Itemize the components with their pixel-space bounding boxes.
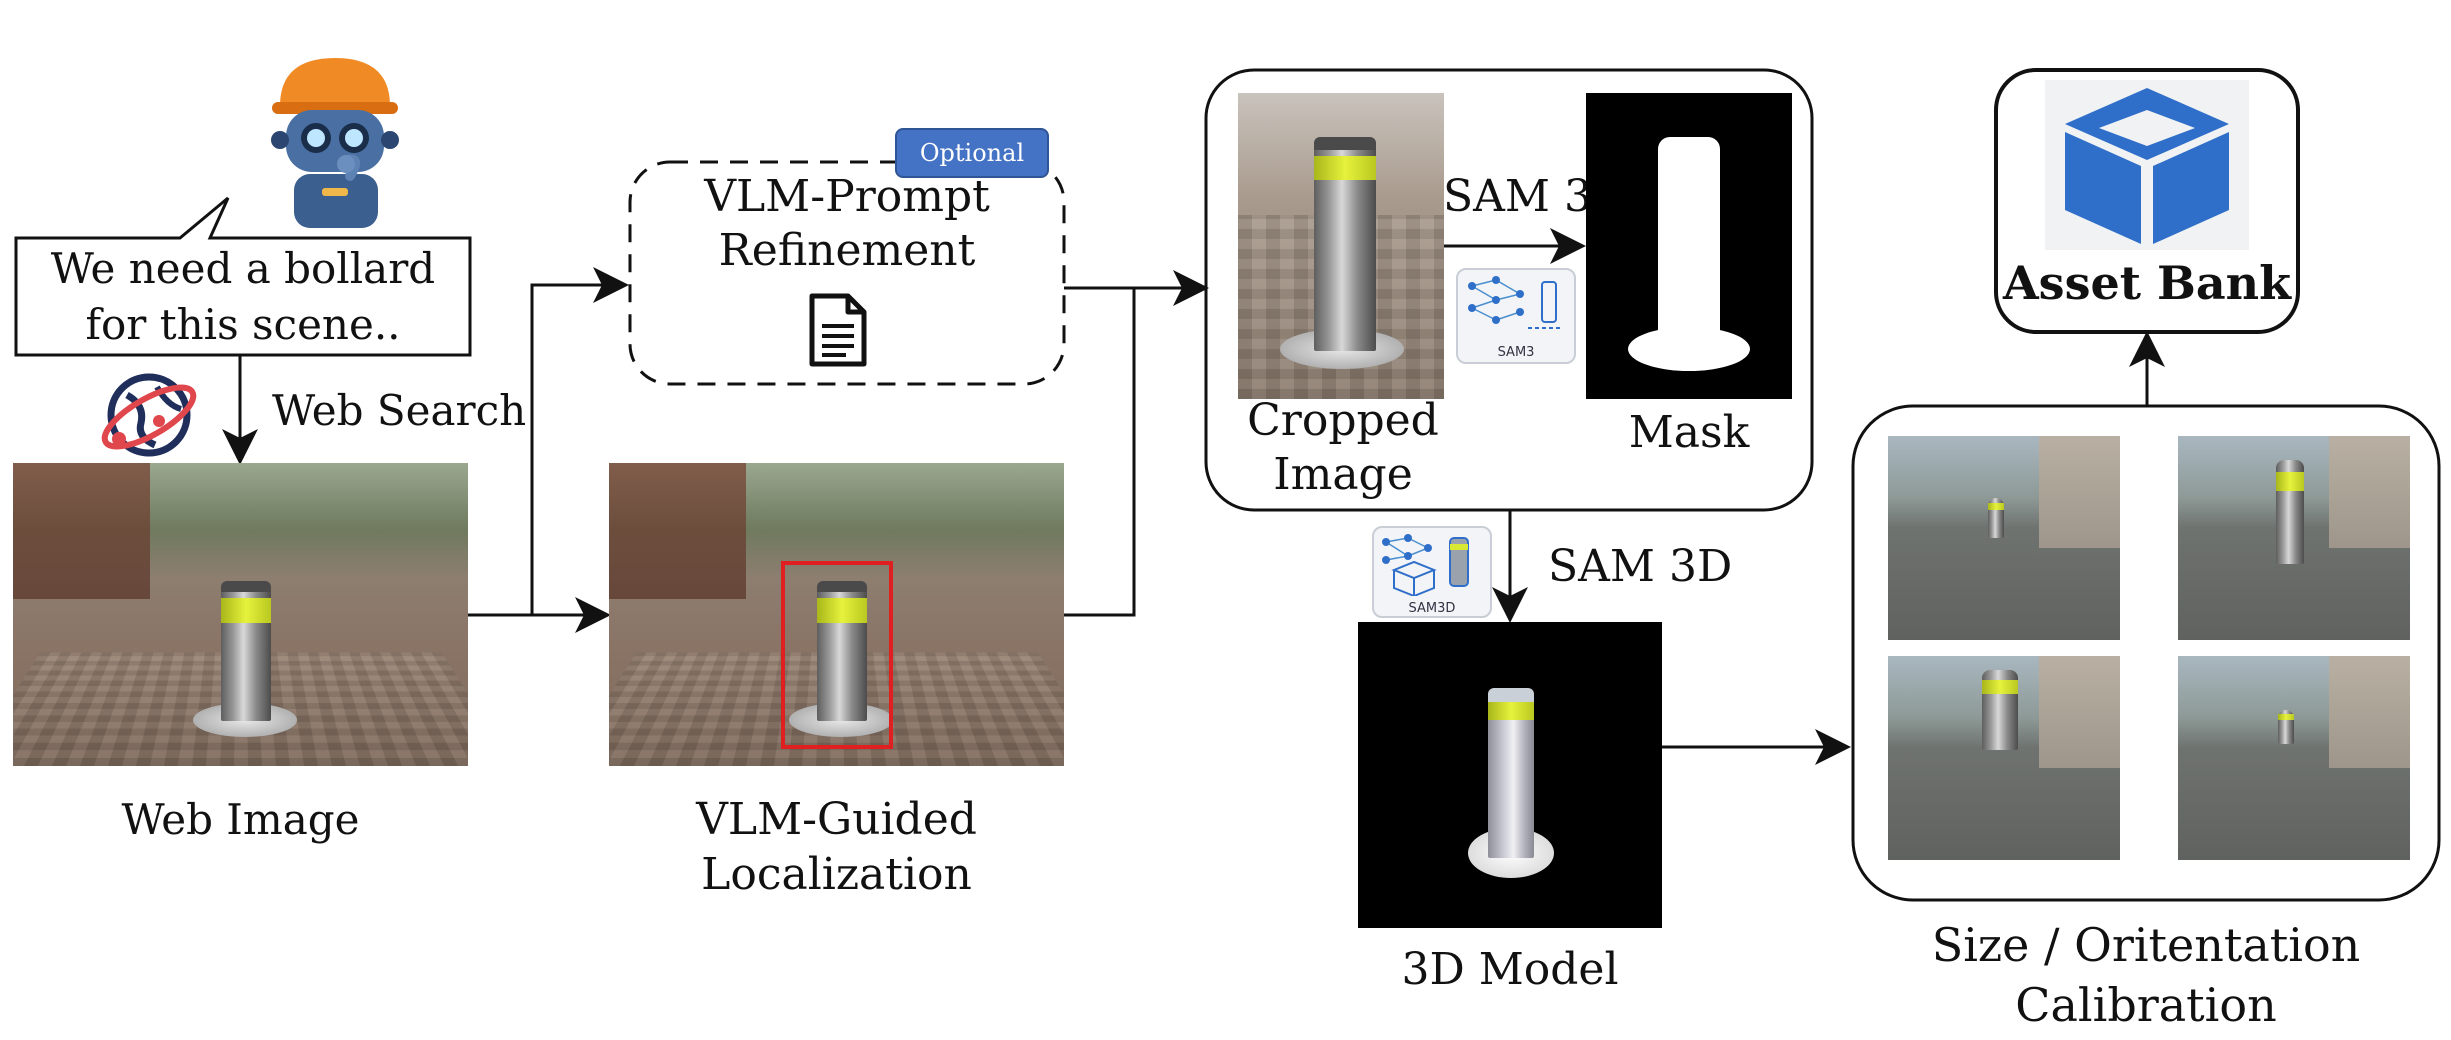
sam3d-icon-text: SAM3D <box>1374 601 1490 616</box>
web-image-photo <box>13 463 468 766</box>
globe-search-icon <box>97 365 201 461</box>
speech-line-1: We need a bollard <box>16 242 470 296</box>
robot-thinking-icon <box>250 48 420 228</box>
bollard <box>1488 688 1534 858</box>
vlm-prompt-line-1: VLM-Prompt <box>630 170 1064 224</box>
bollard <box>1988 498 2004 538</box>
calibration-thumb-3 <box>1888 656 2120 860</box>
3d-model-label: 3D Model <box>1358 943 1662 997</box>
sam3-label: SAM 3 <box>1443 170 1583 224</box>
neural-network-icon <box>1458 272 1574 342</box>
cropped-line-2: Image <box>1218 448 1468 502</box>
cropped-image-photo <box>1238 93 1444 399</box>
speech-line-2: for this scene.. <box>16 298 470 352</box>
bollard <box>1314 137 1376 351</box>
localization-photo <box>609 463 1064 766</box>
line-localization-out <box>1064 288 1134 615</box>
cube-icon <box>2045 80 2249 250</box>
calibration-line-1: Size / Oritentation <box>1853 918 2439 972</box>
vlm-guided-line-1: VLM-Guided <box>609 793 1064 847</box>
calibration-thumb-1 <box>1888 436 2120 640</box>
calibration-line-2: Calibration <box>1853 978 2439 1032</box>
mask-base <box>1628 327 1750 371</box>
vlm-prompt-line-2: Refinement <box>630 224 1064 278</box>
sam3-icon: SAM3 <box>1456 268 1576 364</box>
calibration-thumb-4 <box>2178 656 2410 860</box>
3d-model-render <box>1358 622 1662 928</box>
sam3d-icon: SAM3D <box>1372 526 1492 618</box>
mask-label: Mask <box>1586 406 1792 460</box>
document-icon <box>806 292 870 368</box>
asset-bank-label: Asset Bank <box>1996 256 2298 310</box>
bollard <box>2278 710 2294 744</box>
web-image-label: Web Image <box>13 793 468 847</box>
bollard <box>221 581 271 721</box>
bollard <box>2276 460 2304 564</box>
neural-network-icon <box>1374 530 1490 596</box>
web-search-label: Web Search <box>272 384 526 438</box>
sam3-icon-text: SAM3 <box>1458 345 1574 360</box>
cropped-line-1: Cropped <box>1218 394 1468 448</box>
bollard <box>1982 670 2018 750</box>
bounding-box <box>781 561 893 749</box>
mask-image <box>1586 93 1792 399</box>
vlm-guided-line-2: Localization <box>609 848 1064 902</box>
calibration-thumb-2 <box>2178 436 2410 640</box>
optional-badge: Optional <box>895 128 1049 178</box>
sam3d-label: SAM 3D <box>1548 540 1728 594</box>
